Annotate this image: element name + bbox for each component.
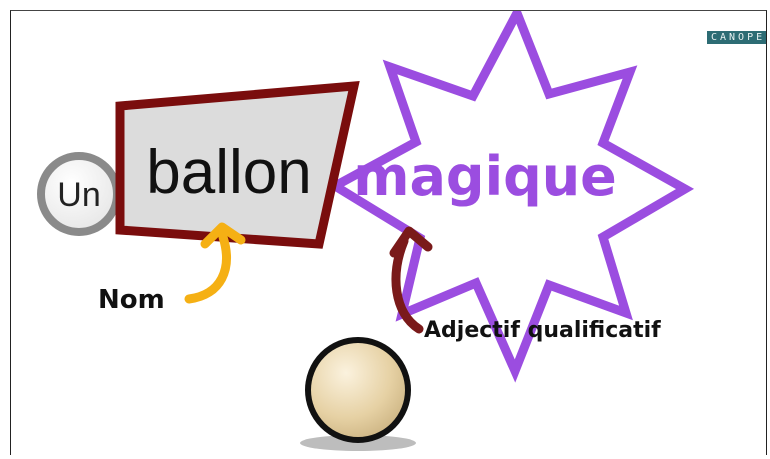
grammar-diagram: Un ballon magique Nom Adjectif qualifica…	[37, 11, 695, 451]
noun-label: Nom	[98, 285, 165, 315]
noun-box	[115, 80, 360, 249]
adjective-text: magique	[353, 145, 617, 208]
adjective-arrow-head	[389, 226, 433, 258]
video-frame: Un ballon magique Nom Adjectif qualifica…	[10, 10, 767, 455]
canope-logo: CANOPE	[707, 31, 766, 44]
article-text: Un	[57, 176, 100, 214]
adjective-arrow	[391, 236, 424, 334]
adjective-star-shape	[325, 11, 695, 383]
adjective-label: Adjectif qualificatif	[424, 318, 661, 343]
noun-arrow-head	[200, 222, 246, 249]
ball-illustration	[305, 337, 411, 443]
noun-arrow	[184, 232, 231, 304]
noun-text: ballon	[146, 138, 311, 207]
